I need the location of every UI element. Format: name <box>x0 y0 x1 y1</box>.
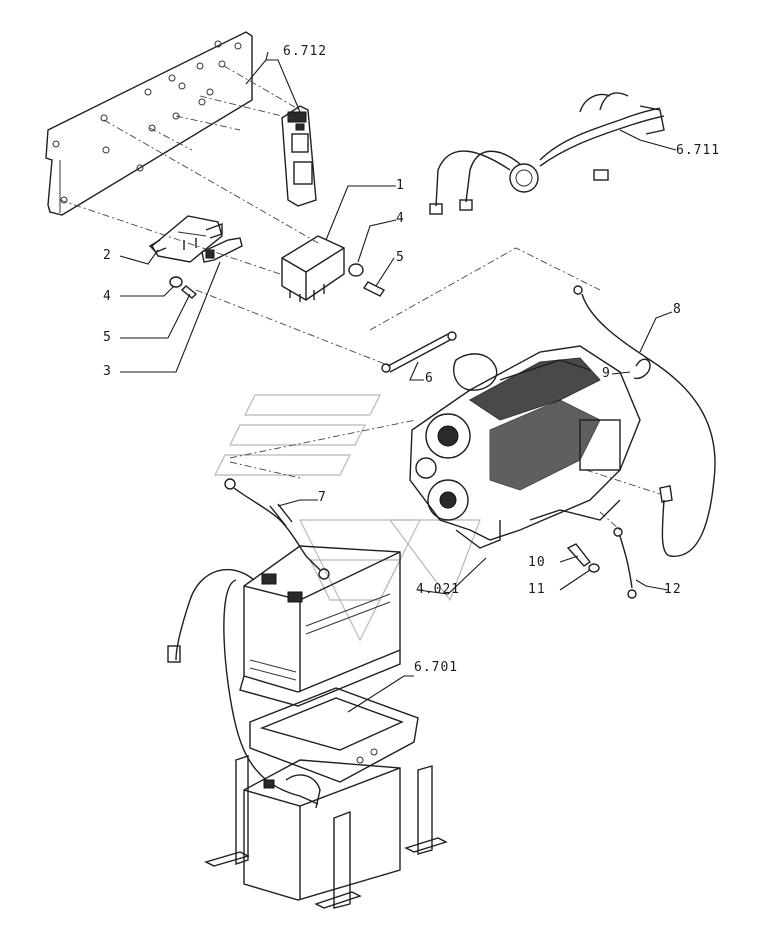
callout-6701: 6.701 <box>414 660 459 675</box>
part-9-clip <box>633 358 651 380</box>
wiring-harness-6711 <box>429 92 665 215</box>
callout-11: 11 <box>528 582 546 597</box>
callout-8: 8 <box>673 302 682 317</box>
callout-6712: 6.712 <box>283 44 328 59</box>
support-posts <box>204 755 448 909</box>
washer-bolt-right <box>348 263 386 297</box>
part-6-ground-strap <box>381 331 457 373</box>
battery-cable-loop <box>167 569 319 805</box>
washer-bolt-left <box>169 276 198 299</box>
callout-10: 10 <box>528 555 546 570</box>
part-3-bracket <box>201 237 243 263</box>
part-1-relay <box>281 235 345 302</box>
assembly-dash-lines <box>59 65 661 531</box>
mounting-plate <box>45 31 253 216</box>
bolt-10-11 <box>566 543 600 573</box>
callout-5-left: 5 <box>103 330 112 345</box>
part-12-strap <box>613 527 637 599</box>
watermark-logo <box>214 394 481 642</box>
callout-6711: 6.711 <box>676 143 721 158</box>
battery-upper <box>239 545 401 707</box>
leader-lines <box>119 51 677 713</box>
part-7-cable <box>224 478 330 580</box>
callout-9: 9 <box>602 366 611 381</box>
callout-5-right: 5 <box>396 250 405 265</box>
callout-4-right: 4 <box>396 211 405 226</box>
callout-7: 7 <box>318 490 327 505</box>
callout-4021: 4.021 <box>416 582 461 597</box>
engine-assembly <box>409 345 641 549</box>
callout-4-left: 4 <box>103 289 112 304</box>
callout-12: 12 <box>664 582 682 597</box>
callout-2: 2 <box>103 248 112 263</box>
battery-lower <box>243 759 401 901</box>
callout-6: 6 <box>425 371 434 386</box>
part-8-cable <box>573 285 716 557</box>
relay-block-6712 <box>281 105 317 207</box>
callout-1: 1 <box>396 178 405 193</box>
battery-tray-6701 <box>249 687 419 783</box>
callout-3: 3 <box>103 364 112 379</box>
